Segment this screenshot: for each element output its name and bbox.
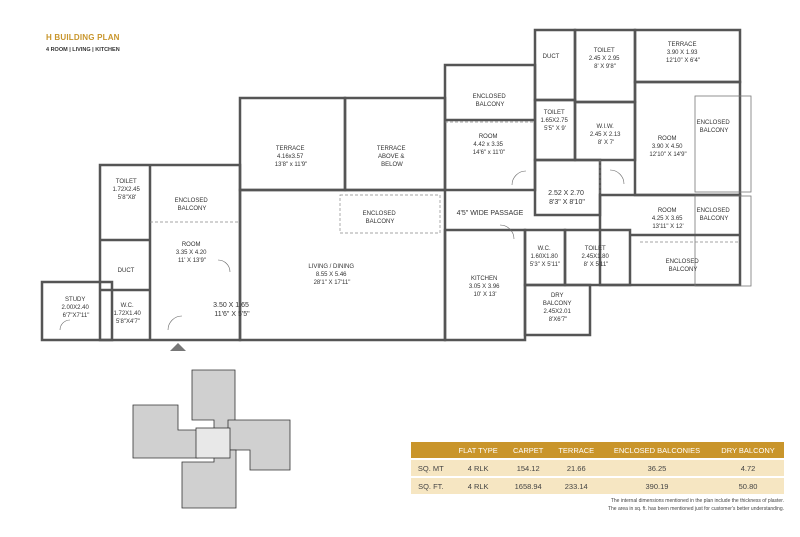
plan-notes: The internal dimensions mentioned in the…: [411, 497, 784, 513]
table-cell: 154.12: [505, 458, 551, 477]
table-cell: SQ. FT.: [411, 476, 451, 494]
study-outline: [40, 280, 114, 342]
label-terrace-above-below: TERRACE ABOVE & BELOW: [377, 146, 407, 168]
table-cell: 4.72: [712, 458, 784, 477]
duct-top-outline: [533, 28, 577, 102]
label-study: STUDY 2.00X2.40 6'7"X7'11": [61, 297, 90, 319]
label-terrace-left: TERRACE 4.16x3.57 13'8" x 11'9": [275, 146, 307, 168]
key-plan-graphic: [132, 369, 291, 509]
entrance-arrow-icon: [170, 343, 186, 351]
label-toilet-right: TOILET 2.45X1.80 8' X 5'11": [581, 246, 610, 268]
plan-walls: [40, 28, 752, 342]
area-table-header: DRY BALCONY: [712, 442, 784, 459]
table-cell: 390.19: [601, 476, 713, 494]
note-line: The internal dimensions mentioned in the…: [610, 498, 784, 504]
label-foyer: 3.50 X 1.65 11'6" X 5'5": [213, 302, 251, 318]
label-terrace-top: TERRACE 3.90 X 1.93 12'10" X 6'4": [666, 42, 700, 64]
table-row: SQ. FT. 4 RLK 1658.94 233.14 390.19 50.8…: [411, 476, 784, 494]
label-wc-center: W.C. 1.60X1.80 5'3" X 5'11": [530, 246, 560, 268]
dashed-markings: [150, 121, 740, 243]
dry-balcony-outline: [523, 283, 592, 337]
area-table-header-row: FLAT TYPE CARPET TERRACE ENCLOSED BALCON…: [411, 442, 784, 459]
label-passage-box: 2.52 X 2.70 8'3" X 8'10": [548, 190, 586, 206]
area-table-header: TERRACE: [550, 442, 602, 459]
area-table-header: FLAT TYPE: [450, 442, 506, 459]
area-table-header: CARPET: [505, 442, 551, 459]
area-table: FLAT TYPE CARPET TERRACE ENCLOSED BALCON…: [411, 442, 784, 494]
table-cell: 21.66: [550, 458, 602, 477]
label-room-left: ROOM 3.35 X 4.20 11' X 13'9": [176, 242, 208, 264]
table-row: SQ. MT 4 RLK 154.12 21.66 36.25 4.72: [411, 458, 784, 477]
label-passage: 4'5" WIDE PASSAGE: [457, 210, 524, 217]
label-wiw: W.I.W. 2.45 X 2.13 8' X 7': [590, 124, 622, 146]
label-enclosed-balcony-right-bottom: ENCLOSED BALCONY: [666, 259, 701, 273]
door-swings: [59, 169, 625, 331]
label-enclosed-balcony-right-top: ENCLOSED BALCONY: [697, 120, 732, 134]
plan-subtitle: 4 ROOM | LIVING | KITCHEN: [46, 47, 120, 53]
toilet-right-outline: [563, 228, 632, 287]
terrace-top-outline: [633, 28, 742, 84]
room-right-mid-outline: [598, 193, 742, 287]
plan-title: H BUILDING PLAN: [46, 33, 120, 42]
room-center-outline: [443, 63, 537, 192]
plan-header: H BUILDING PLAN 4 ROOM | LIVING | KITCHE…: [46, 33, 120, 53]
table-cell: 50.80: [712, 476, 784, 494]
label-toilet-left: TOILET 1.72X2.45 5'8"X8': [112, 179, 141, 201]
label-enclosed-balcony-center: ENCLOSED BALCONY: [363, 211, 398, 225]
room-right-top-outline: [633, 80, 742, 197]
label-enclosed-balcony-left: ENCLOSED BALCONY: [175, 198, 210, 212]
passage-box-outline: [533, 158, 602, 217]
label-living: LIVING / DINING 8.55 X 5.46 28'1" X 17'1…: [308, 264, 355, 286]
table-cell: 36.25: [601, 458, 713, 477]
label-duct-top: DUCT: [543, 54, 560, 60]
table-cell: SQ. MT: [411, 458, 451, 477]
table-cell: 1658.94: [505, 476, 551, 494]
label-enclosed-balcony-upper: ENCLOSED BALCONY: [473, 94, 508, 108]
area-table-header: [411, 442, 451, 459]
label-duct-left: DUCT: [118, 268, 135, 274]
label-room-right-mid: ROOM 4.25 X 3.65 13'11" X 12': [652, 208, 684, 230]
wiw-outline: [573, 100, 637, 162]
label-room-right-top: ROOM 3.90 X 4.50 12'10" X 14'9": [649, 136, 686, 158]
label-room-center: ROOM 4.42 x 3.35 14'6" x 11'0": [473, 134, 505, 156]
table-cell: 233.14: [550, 476, 602, 494]
label-wc-left: W.C. 1.72X1.40 5'8"X4'7": [113, 303, 142, 325]
label-toilet-top: TOILET 2.45 X 2.95 8' X 9'8": [589, 48, 621, 70]
note-line: The area in sq. ft. has been mentioned j…: [607, 506, 784, 512]
label-kitchen: KITCHEN 3.05 X 3.96 10' X 13': [469, 276, 501, 298]
table-cell: 4 RLK: [450, 458, 506, 477]
table-cell: 4 RLK: [450, 476, 506, 494]
label-toilet-mid: TOILET 1.65X2.75 5'5" X 9': [540, 110, 569, 132]
label-enclosed-balcony-right-mid: ENCLOSED BALCONY: [697, 208, 732, 222]
area-table-header: ENCLOSED BALCONIES: [601, 442, 713, 459]
label-dry-balcony: DRY BALCONY 2.45X2.01 8'X6'7": [543, 293, 573, 323]
terrace-left-outline: [238, 96, 347, 192]
terrace-above-outline: [343, 96, 447, 192]
